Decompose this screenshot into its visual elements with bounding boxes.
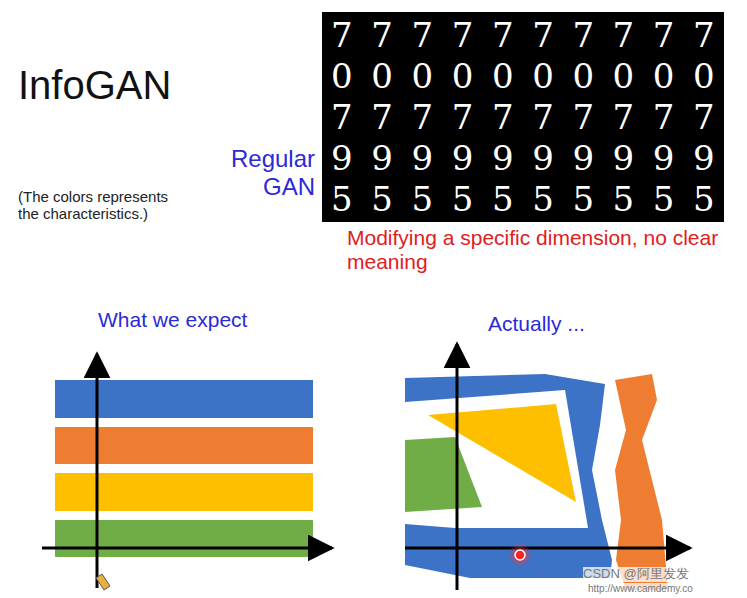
digit-row: 7777777777 bbox=[331, 98, 731, 137]
x-axis bbox=[42, 547, 332, 550]
y-axis bbox=[456, 344, 459, 590]
watermark-url: http://www.camdemy.co bbox=[588, 583, 693, 595]
digit-row: 0000000000 bbox=[331, 57, 731, 96]
region-gap bbox=[405, 390, 588, 528]
slide-title: InfoGAN bbox=[18, 62, 171, 108]
digit-row: 5555555555 bbox=[331, 180, 731, 219]
watermark: CSDN @阿里发发 bbox=[583, 567, 689, 582]
plot-heading: What we expect bbox=[98, 308, 318, 332]
x-axis bbox=[405, 547, 690, 550]
y-axis bbox=[96, 354, 99, 588]
green-band bbox=[55, 520, 313, 557]
digit-row: 9999999999 bbox=[331, 139, 731, 178]
actual-plot bbox=[405, 344, 690, 590]
note: (The colors represents the characteristi… bbox=[18, 188, 183, 223]
orange-region bbox=[615, 374, 668, 590]
yellow-band bbox=[55, 473, 313, 511]
plot-heading: Actually ... bbox=[488, 312, 688, 336]
warning-note: Modifying a specific dimension, no clear… bbox=[347, 226, 727, 274]
row-label: Regular GAN bbox=[200, 145, 315, 200]
green-region bbox=[405, 437, 482, 512]
point-glow bbox=[508, 543, 532, 567]
pen-cursor bbox=[96, 574, 110, 590]
sample-point bbox=[515, 550, 525, 560]
digit-row: 7777777777 bbox=[331, 16, 731, 55]
orange-band bbox=[55, 427, 313, 464]
expected-plot bbox=[42, 354, 332, 588]
blue-band bbox=[55, 380, 313, 418]
